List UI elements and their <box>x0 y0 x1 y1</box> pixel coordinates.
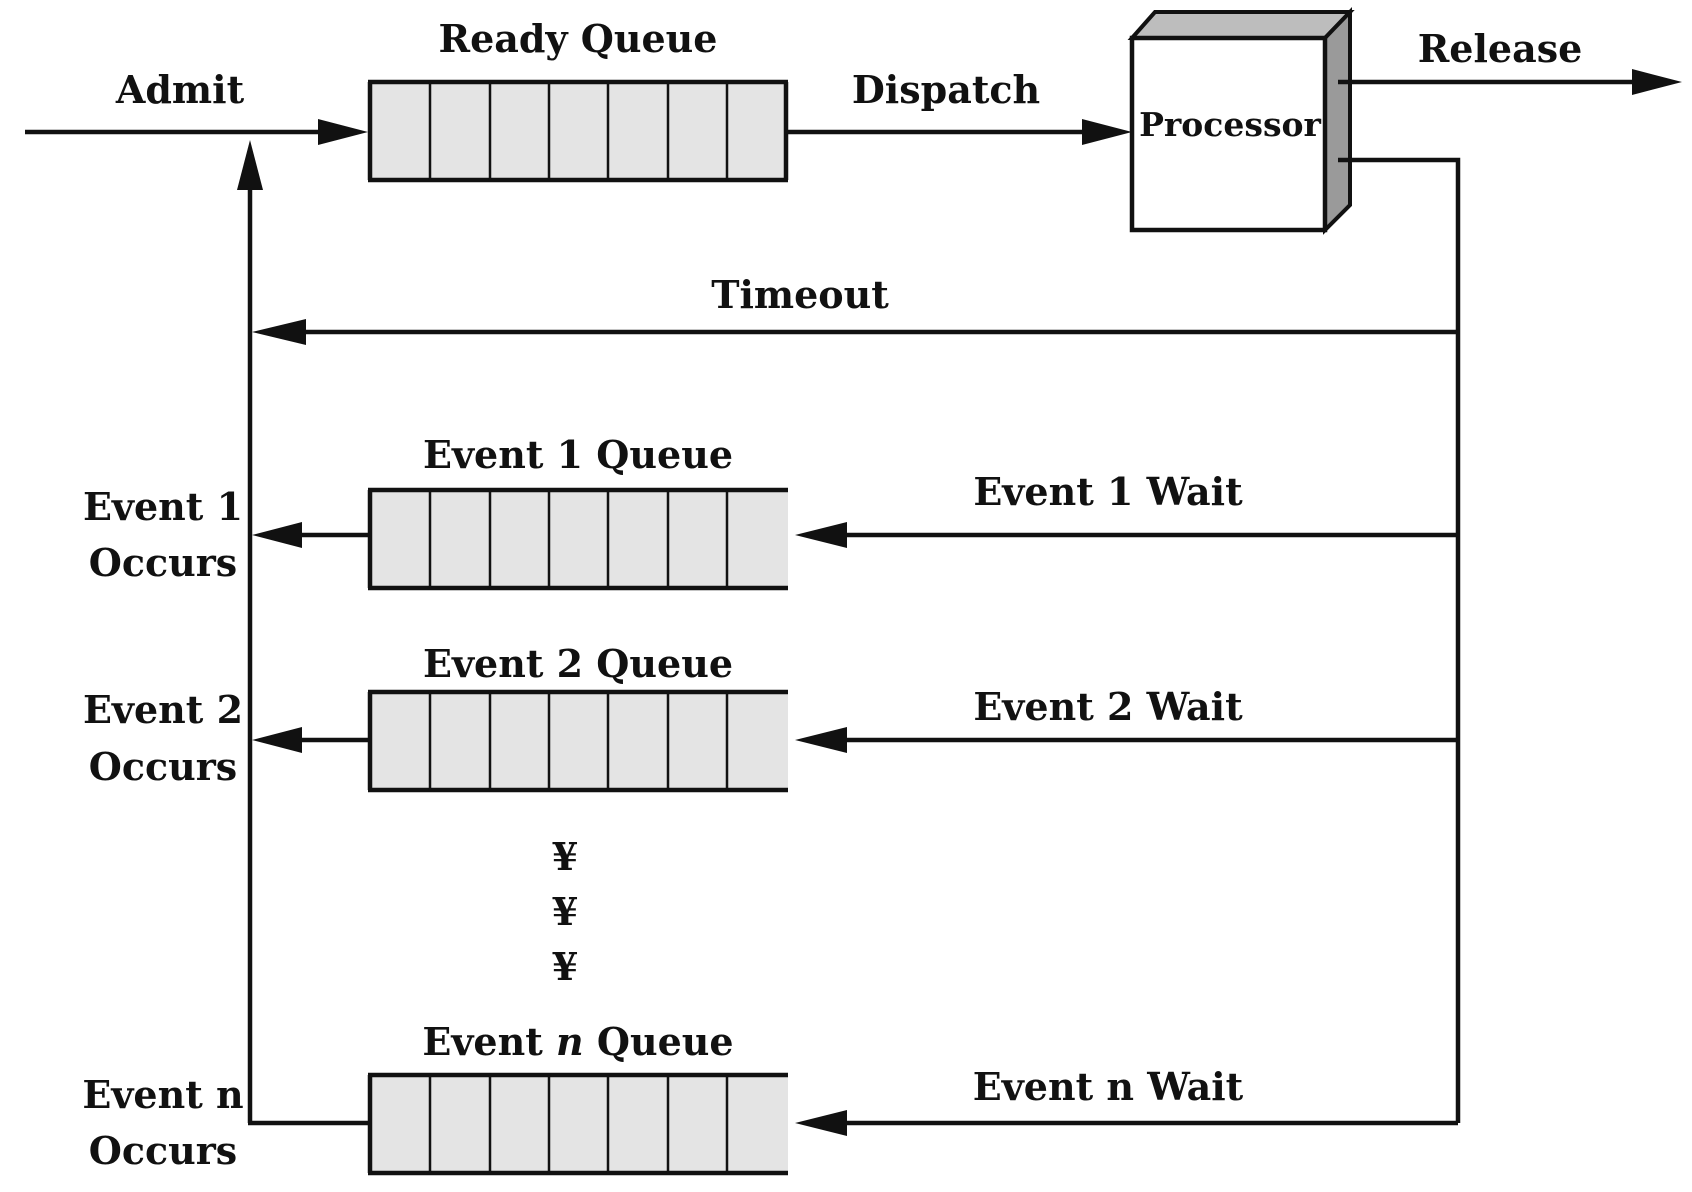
ready-queue-label: Ready Queue <box>439 16 718 61</box>
dispatch-arrowhead <box>1082 119 1132 145</box>
eventn-queue-label-suffix: Queue <box>584 1019 734 1064</box>
event2-occurs-label-line1: Event 2 <box>83 687 243 732</box>
admit-label: Admit <box>115 67 245 112</box>
event2-occurs-label-line2: Occurs <box>89 744 237 789</box>
eventn-queue <box>367 1072 788 1176</box>
eventn-wait-arrowhead <box>795 1110 847 1136</box>
eventn-queue-label: Event n Queue <box>422 1019 733 1064</box>
eventn-occurs-label-line2: Occurs <box>89 1128 237 1173</box>
processor-box <box>1127 7 1355 235</box>
ellipsis-mark-1: ¥ <box>552 834 578 879</box>
event1-wait-arrowhead <box>795 522 847 548</box>
event1-occurs-label-line2: Occurs <box>89 540 237 585</box>
event2-queue-label: Event 2 Queue <box>423 641 733 686</box>
event1-queue <box>367 487 788 591</box>
release-label: Release <box>1418 26 1583 71</box>
processor-exit-bus <box>1338 157 1461 1123</box>
eventn-occurs-label-line1: Event n <box>82 1072 243 1117</box>
event1-occurs-label-line1: Event 1 <box>83 484 243 529</box>
event2-queue <box>367 689 788 793</box>
event1-occurs-arrowhead <box>252 522 302 548</box>
event1-wait-label: Event 1 Wait <box>973 469 1243 514</box>
event2-wait-arrowhead <box>795 727 847 753</box>
ready-queue <box>367 79 789 183</box>
processor-label: Processor <box>1139 105 1321 144</box>
timeout-arrowhead <box>252 319 306 345</box>
event1-queue-label: Event 1 Queue <box>423 432 733 477</box>
dispatch-label: Dispatch <box>852 67 1040 112</box>
ellipsis-mark-3: ¥ <box>552 944 578 989</box>
release-arrowhead <box>1632 69 1682 95</box>
return-arrowhead <box>237 140 263 190</box>
timeout-label: Timeout <box>711 272 889 317</box>
eventn-wait-label: Event n Wait <box>973 1064 1244 1109</box>
eventn-queue-label-var: n <box>556 1019 584 1064</box>
admit-arrowhead <box>318 119 368 145</box>
eventn-queue-label-prefix: Event <box>422 1019 556 1064</box>
event2-wait-label: Event 2 Wait <box>973 684 1243 729</box>
event2-occurs-arrowhead <box>252 727 302 753</box>
ellipsis-mark-2: ¥ <box>552 889 578 934</box>
